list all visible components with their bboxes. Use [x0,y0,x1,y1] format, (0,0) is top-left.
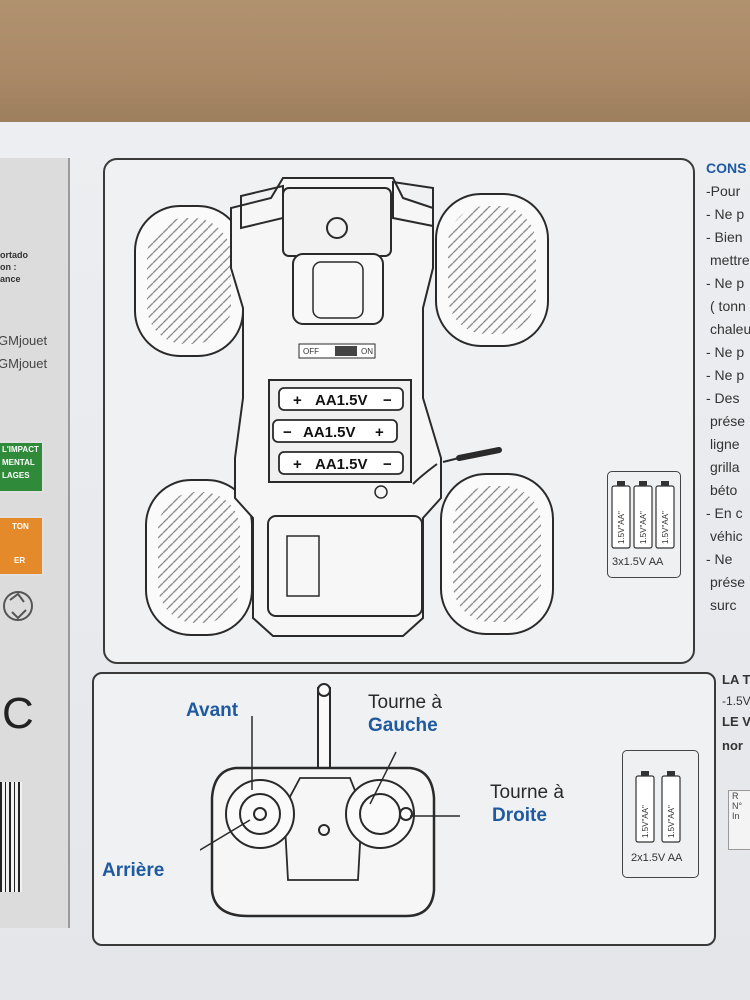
right-line-19: surc [710,597,737,613]
right-line-10: - Des [706,390,740,406]
barcode [0,782,22,892]
battery-cell-3 [278,451,404,475]
left-info-strip: ortado on : ance GMjouet GMjouet L'IMPAC… [0,158,70,928]
right-line-1: -Pour [706,183,741,199]
battery-3-minus: − [383,456,392,473]
rear-gearbox [267,515,423,617]
badge-line-3: LAGES [2,471,30,480]
car-diagram: OFF ON + AA1.5V − − AA1.5V + + AA1.5V − [134,177,554,637]
ce-mark-icon: C [2,689,34,734]
cardboard-background [0,0,750,125]
right-lower-1: -1.5V [722,694,750,708]
car-battery-cells-icon: 1.5V"AA" 1.5V"AA" 1.5V"AA" [611,481,675,549]
battery-3-label: AA1.5V [315,456,368,473]
switch-off-label: OFF [303,347,319,356]
strip-text-ance: ance [0,274,21,284]
battery-2-label: AA1.5V [303,424,356,441]
badge-line-2: MENTAL [2,458,35,467]
right-lower-3: nor [722,738,743,753]
remote-control-diagram [200,683,460,918]
strip-text-on: on : [0,262,17,272]
gauche-pointer-line [369,751,397,805]
right-line-2: - Ne p [706,206,745,222]
right-lower-2: LE V [722,714,750,729]
right-line-17: - Ne [706,551,733,567]
right-line-13: grilla [710,459,740,475]
orange-line-1: TON [12,522,29,531]
right-line-12: ligne [710,436,740,452]
motor-housing [282,187,392,257]
label-droite: Droite [492,805,547,826]
right-line-18: prése [710,574,746,590]
right-line-0: CONS [706,160,747,176]
right-joystick[interactable] [345,779,415,849]
badge-line-1: L'IMPACT [2,445,39,454]
switch-on-label: ON [361,347,373,356]
remote-battery-box [622,750,699,878]
strip-text-portado: ortado [0,250,28,260]
label-avant: Avant [186,700,239,721]
right-line-15: - En c [706,505,743,521]
right-small-line-1: N° [732,801,743,811]
screwdriver-icon [456,447,502,461]
right-line-16: véhic [710,528,743,544]
remote-battery-cells-icon: 1.5V"AA" 1.5V"AA" [635,771,681,843]
remote-battery-caption: 2x1.5V AA [631,852,683,864]
battery-3-plus: + [293,456,302,473]
battery-1-plus: + [293,392,302,409]
battery-1-label: AA1.5V [315,392,368,409]
right-lower-0: LA T [722,672,750,687]
label-gauche: Gauche [368,715,438,736]
ce-mark-text: C [2,689,34,734]
right-line-8: - Ne p [706,344,745,360]
recycle-symbol-icon [3,591,33,621]
car-cell-label-3: 1.5V"AA" [661,511,670,544]
car-cell-label-1: 1.5V"AA" [617,511,626,544]
car-cell-label-2: 1.5V"AA" [639,511,648,544]
right-line-7: chaleu [710,321,750,337]
orange-line-2: ER [14,556,26,565]
battery-cell-2 [272,419,398,443]
right-line-14: béto [710,482,738,498]
label-tourne-a-gauche: Tourne à [368,692,442,713]
remote-cell-label-1: 1.5V"AA" [641,805,650,838]
battery-cover-screw [374,485,388,499]
right-line-4: mettre [710,252,750,268]
car-battery-caption: 3x1.5V AA [612,556,664,568]
environmental-badge: L'IMPACT MENTAL LAGES [0,441,44,493]
motor-gear-icon [326,217,348,239]
right-line-9: - Ne p [706,367,745,383]
right-line-5: - Ne p [706,275,745,291]
power-switch-knob[interactable] [335,346,357,356]
left-joystick[interactable] [225,779,295,849]
right-line-6: ( tonn [710,298,746,314]
strip-text-gmjouet-1: GMjouet [0,333,48,348]
battery-1-minus: − [383,392,392,409]
remote-antenna [317,687,331,769]
right-small-line-0: R [732,791,739,801]
remote-cell-label-2: 1.5V"AA" [667,805,676,838]
battery-cell-1 [278,387,404,411]
arriere-pointer-line [200,819,251,851]
right-line-11: prése [710,413,746,429]
right-small-box: R N° In [728,790,750,850]
right-line-3: - Bien [706,229,743,245]
battery-2-plus: + [375,424,384,441]
recycling-badge: TON ER [0,516,44,576]
battery-2-minus: − [283,424,292,441]
label-arriere: Arrière [102,860,165,881]
strip-text-gmjouet-2: GMjouet [0,356,48,371]
label-tourne-a-droite: Tourne à [490,782,564,803]
right-small-line-2: In [732,811,740,821]
